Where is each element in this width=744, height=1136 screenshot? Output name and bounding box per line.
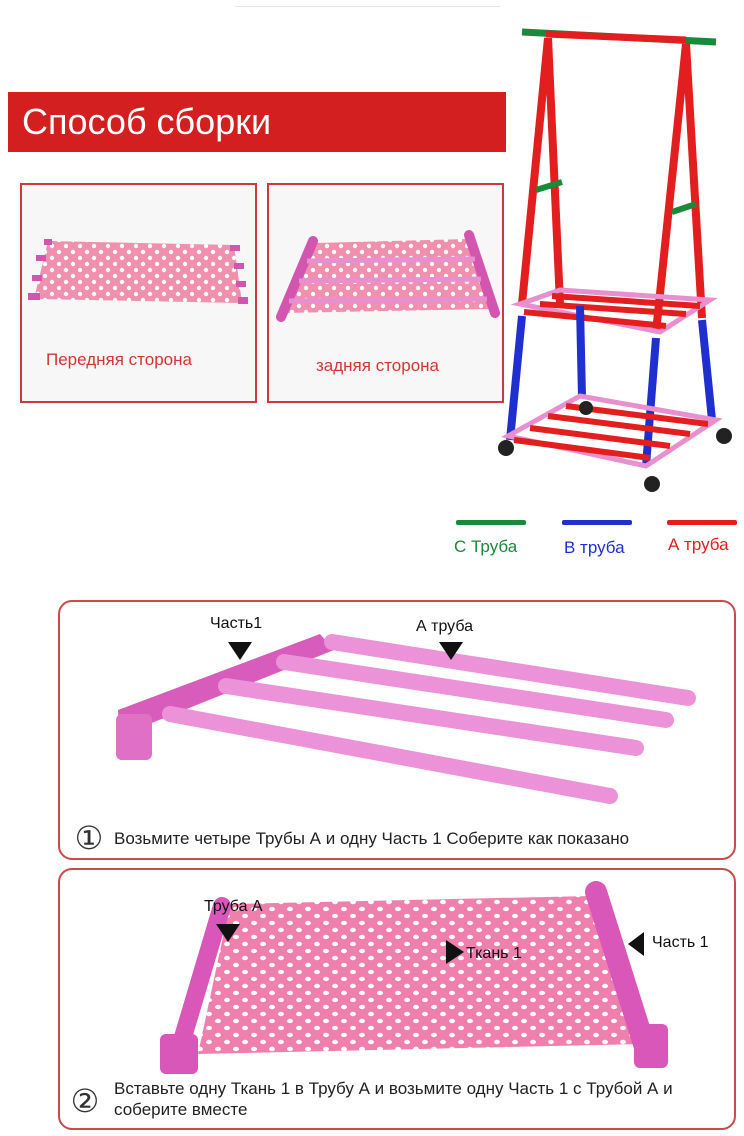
legend-line-b xyxy=(562,520,632,525)
front-view-caption: Передняя сторона xyxy=(46,350,192,369)
step-1-box xyxy=(58,600,736,860)
step-2-part-label: Часть 1 xyxy=(652,934,709,951)
step-2-text: Вставьте одну Ткань 1 в Трубу А и возьми… xyxy=(114,1079,673,1119)
step-1-part-label: Часть1 xyxy=(210,615,263,632)
step-1-tube-label: А труба xyxy=(416,618,474,635)
step-1-number: ① xyxy=(74,820,104,856)
legend-label-a: А труба xyxy=(668,535,729,554)
rack-illustration xyxy=(498,28,732,492)
step-1-text: Возьмите четыре Трубы А и одну Часть 1 С… xyxy=(114,829,630,848)
step-2-tube-label: Труба А xyxy=(204,898,263,915)
legend-label-b: В труба xyxy=(564,538,625,557)
page-title: Способ сборки xyxy=(22,101,272,142)
title-banner xyxy=(8,92,506,152)
legend-label-c: С Труба xyxy=(454,537,518,556)
legend-line-c xyxy=(456,520,526,525)
step-2-fabric-label: Ткань 1 xyxy=(466,945,522,962)
back-view-illustration xyxy=(276,230,500,322)
step-1-illustration xyxy=(116,634,696,804)
front-view-illustration xyxy=(28,239,248,304)
top-divider xyxy=(235,6,500,7)
legend-line-a xyxy=(667,520,737,525)
back-view-caption: задняя сторона xyxy=(316,356,439,375)
step-2-number: ② xyxy=(70,1083,100,1119)
step-2-illustration xyxy=(160,881,668,1074)
